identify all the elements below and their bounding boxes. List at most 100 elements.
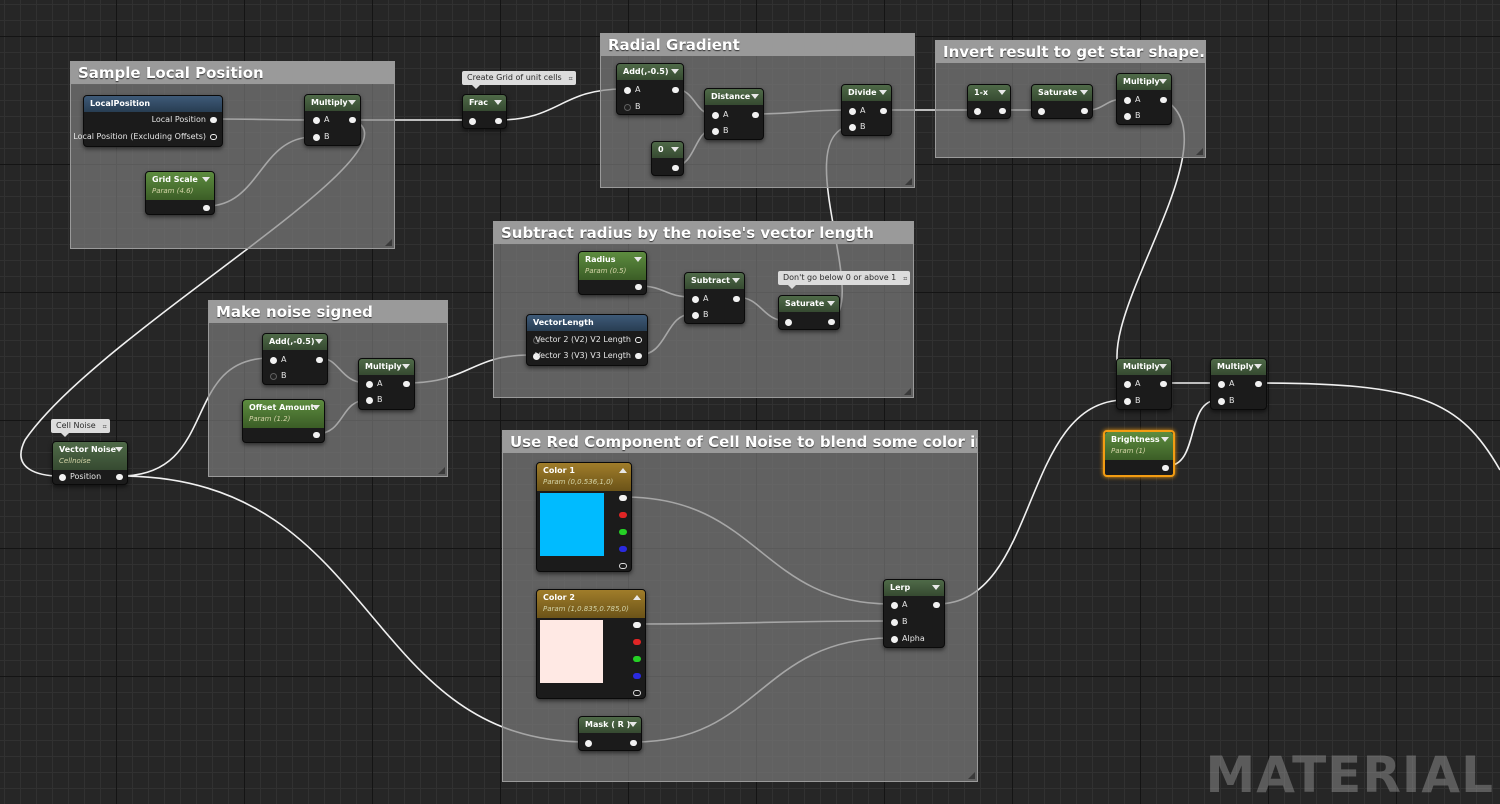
- comment-bubble-saturate[interactable]: Don't go below 0 or above 1⌗: [778, 271, 911, 289]
- chevron-down-icon[interactable]: [1254, 364, 1262, 369]
- input-pin-a[interactable]: A: [313, 115, 329, 125]
- node-multiply-5[interactable]: Multiply A B: [1210, 358, 1267, 410]
- input-pin-b[interactable]: B: [1218, 396, 1235, 406]
- node-frac[interactable]: Frac: [462, 94, 507, 129]
- resize-handle[interactable]: [1196, 148, 1203, 155]
- chevron-up-icon[interactable]: [619, 468, 627, 473]
- input-pin-a[interactable]: A: [712, 110, 728, 120]
- input-pin-b[interactable]: B: [313, 132, 330, 142]
- node-multiply-3[interactable]: Multiply A B: [358, 358, 415, 410]
- comment-sample-local-position[interactable]: Sample Local Position: [70, 61, 395, 249]
- resize-handle[interactable]: [385, 239, 392, 246]
- input-pin-a[interactable]: A: [624, 85, 640, 95]
- input-pin-b[interactable]: B: [712, 126, 729, 136]
- output-pin-v2-length[interactable]: Vector 2 (V2) V2 Length: [535, 335, 642, 345]
- chevron-down-icon[interactable]: [348, 100, 356, 105]
- comment-title[interactable]: Radial Gradient: [601, 34, 914, 56]
- chevron-down-icon[interactable]: [1161, 437, 1169, 442]
- chevron-down-icon[interactable]: [732, 278, 740, 283]
- comment-title[interactable]: Invert result to get star shape.: [936, 41, 1205, 63]
- output-pin-g[interactable]: [619, 529, 627, 535]
- input-pin-b[interactable]: B: [849, 122, 866, 132]
- resize-handle[interactable]: [905, 178, 912, 185]
- input-pin-b[interactable]: B: [891, 617, 908, 627]
- node-one-minus[interactable]: 1-x: [967, 84, 1011, 119]
- input-pin-b[interactable]: B: [624, 102, 641, 112]
- chevron-down-icon[interactable]: [879, 90, 887, 95]
- output-pin-g[interactable]: [633, 656, 641, 662]
- output-pin-b[interactable]: [633, 673, 641, 679]
- chevron-down-icon[interactable]: [1159, 364, 1167, 369]
- chevron-down-icon[interactable]: [671, 147, 679, 152]
- node-saturate-1[interactable]: Saturate: [1031, 84, 1093, 119]
- output-pin-rgb[interactable]: [633, 622, 641, 628]
- input-pin-alpha[interactable]: Alpha: [891, 634, 925, 644]
- output-pin-local-position[interactable]: Local Position: [152, 115, 218, 125]
- chevron-down-icon[interactable]: [494, 100, 502, 105]
- output-pin-v3-length[interactable]: Vector 3 (V3) V3 Length: [535, 351, 642, 361]
- chevron-down-icon[interactable]: [671, 69, 679, 74]
- chevron-down-icon[interactable]: [932, 585, 940, 590]
- chevron-down-icon[interactable]: [402, 364, 410, 369]
- output-pin-a[interactable]: [619, 563, 627, 569]
- node-saturate-2[interactable]: Saturate: [778, 295, 840, 330]
- resize-handle[interactable]: [438, 467, 445, 474]
- output-pin-r[interactable]: [619, 512, 627, 518]
- input-pin-a[interactable]: A: [1124, 95, 1140, 105]
- input-pin-b[interactable]: B: [1124, 111, 1141, 121]
- input-pin-a[interactable]: A: [366, 379, 382, 389]
- comment-bubble-frac[interactable]: Create Grid of unit cells⌗: [462, 71, 576, 89]
- node-add-radial[interactable]: Add(,-0.5) A B: [616, 63, 684, 115]
- comment-title[interactable]: Use Red Component of Cell Noise to blend…: [503, 431, 977, 453]
- node-vector-length[interactable]: VectorLength Vector 2 (V2) V2 Length Vec…: [526, 314, 648, 366]
- input-pin-a[interactable]: A: [891, 600, 907, 610]
- comment-bubble-cell-noise[interactable]: Cell Noise⌗: [51, 419, 110, 437]
- node-mask-r[interactable]: Mask ( R ): [578, 716, 642, 751]
- input-pin-b[interactable]: B: [270, 371, 287, 381]
- chevron-down-icon[interactable]: [751, 94, 759, 99]
- chevron-down-icon[interactable]: [634, 257, 642, 262]
- node-distance[interactable]: Distance A B: [704, 88, 764, 140]
- input-pin-b[interactable]: B: [1124, 396, 1141, 406]
- chevron-down-icon[interactable]: [312, 405, 320, 410]
- output-pin-a[interactable]: [633, 690, 641, 696]
- input-pin-a[interactable]: A: [692, 294, 708, 304]
- chevron-down-icon[interactable]: [202, 177, 210, 182]
- output-pin-rgb[interactable]: [619, 495, 627, 501]
- comment-title[interactable]: Make noise signed: [209, 301, 447, 323]
- pin-icon[interactable]: ⌗: [568, 75, 573, 83]
- node-local-position[interactable]: LocalPosition Local Position Local Posit…: [73, 95, 223, 147]
- input-pin-b[interactable]: B: [366, 395, 383, 405]
- resize-handle[interactable]: [968, 772, 975, 779]
- chevron-up-icon[interactable]: [633, 595, 641, 600]
- input-pin-a[interactable]: A: [270, 355, 286, 365]
- chevron-down-icon[interactable]: [827, 301, 835, 306]
- node-add-signed[interactable]: Add(,-0.5) A B: [262, 333, 328, 385]
- input-pin-b[interactable]: B: [692, 310, 709, 320]
- node-subtract[interactable]: Subtract A B: [684, 272, 745, 324]
- comment-title[interactable]: Sample Local Position: [71, 62, 394, 84]
- resize-handle[interactable]: [904, 388, 911, 395]
- input-pin-a[interactable]: A: [849, 106, 865, 116]
- node-constant-zero[interactable]: 0: [651, 141, 684, 176]
- output-pin-r[interactable]: [633, 639, 641, 645]
- node-divide[interactable]: Divide A B: [841, 84, 892, 136]
- chevron-down-icon[interactable]: [1159, 79, 1167, 84]
- output-pin-b[interactable]: [619, 546, 627, 552]
- chevron-down-icon[interactable]: [115, 447, 123, 452]
- input-pin-a[interactable]: A: [1218, 379, 1234, 389]
- node-lerp[interactable]: Lerp A B Alpha: [883, 579, 945, 648]
- input-pin-position[interactable]: Position: [59, 472, 101, 482]
- pin-icon[interactable]: ⌗: [102, 423, 107, 431]
- output-pin-local-position-excluding-offsets[interactable]: Local Position (Excluding Offsets): [73, 132, 217, 142]
- node-multiply-2[interactable]: Multiply A B: [1116, 73, 1172, 125]
- node-multiply-4[interactable]: Multiply A B: [1116, 358, 1172, 410]
- node-multiply-1[interactable]: Multiply A B: [304, 94, 361, 146]
- chevron-down-icon[interactable]: [629, 722, 637, 727]
